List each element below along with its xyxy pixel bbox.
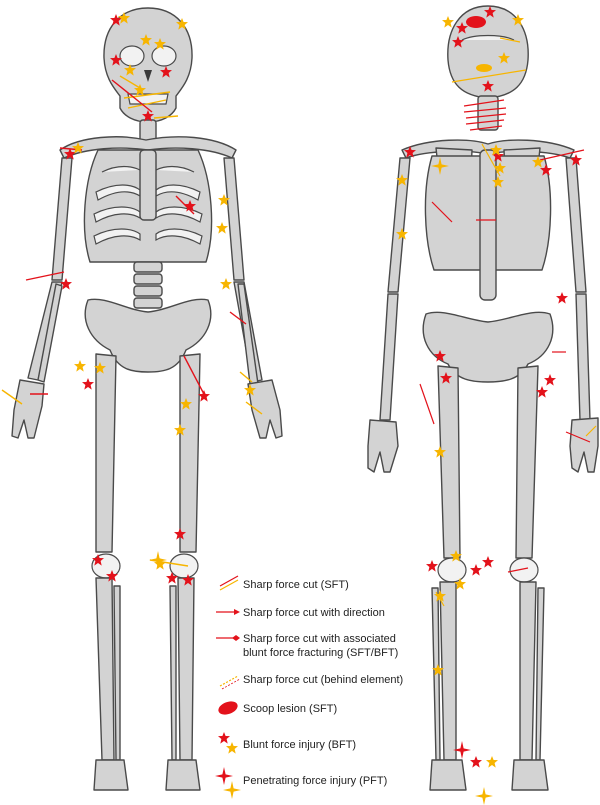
sft-cut-line: [585, 425, 597, 437]
sft-direction-line: [463, 99, 505, 107]
bft-marker: [482, 556, 494, 568]
posterior-scoop-lesions-orange: [476, 64, 492, 72]
sft-icon: [219, 575, 239, 587]
bft-marker: [220, 278, 232, 290]
bft-marker: [486, 756, 498, 768]
legend-label-sft: Sharp force cut (SFT): [243, 579, 349, 591]
legend-label-scoop: Scoop lesion (SFT): [243, 703, 337, 715]
bft-marker: [216, 222, 228, 234]
sft-cut-line: [239, 371, 253, 383]
posterior-sft-cuts: [435, 37, 597, 607]
bft-marker: [544, 374, 556, 386]
legend-item-sft: Sharp force cut (SFT): [219, 575, 349, 591]
legend-item-scoop: Scoop lesion (SFT): [218, 701, 337, 715]
red-cross-star-icon: [215, 767, 233, 785]
legend-label-sft-direction: Sharp force cut with direction: [243, 607, 385, 619]
anterior-right-leg: [165, 353, 201, 791]
posterior-right-arm: [565, 157, 599, 473]
anterior-pelvis: [84, 298, 212, 373]
posterior-skeleton: [367, 5, 599, 791]
red-star-icon: [218, 732, 230, 744]
sft-direction-line: [111, 79, 153, 113]
scoop-lesion-marker: [466, 16, 486, 28]
posterior-left-leg: [429, 365, 467, 791]
anterior-pft-orange: [149, 551, 167, 569]
bft-marker: [556, 292, 568, 304]
legend-label-bft: Blunt force injury (BFT): [243, 739, 356, 751]
diamond-icon: [232, 635, 240, 641]
sft-direction-line: [463, 107, 507, 113]
sft-cut-line: [127, 99, 167, 109]
posterior-pelvis: [422, 311, 554, 383]
sft-cut-line: [1, 389, 23, 405]
scoop-lesion-icon: [218, 701, 238, 715]
orange-cross-star-icon: [223, 781, 241, 799]
bft-marker: [442, 16, 454, 28]
pft-marker: [149, 551, 167, 569]
sft-direction-line: [507, 567, 529, 573]
posterior-right-leg: [509, 365, 549, 791]
legend-item-pft: Penetrating force injury (PFT): [215, 767, 387, 799]
bft-marker: [82, 378, 94, 390]
sft-direction-line: [25, 271, 65, 281]
sft-direction-line: [229, 311, 247, 325]
legend-label-pft: Penetrating force injury (PFT): [243, 775, 387, 787]
sft-direction-line: [565, 431, 591, 443]
sft-direction-line: [183, 355, 207, 399]
anterior-right-arm: [223, 157, 283, 439]
pft-marker: [475, 787, 493, 805]
orange-star-icon: [226, 742, 238, 754]
sft-cut-line: [481, 143, 501, 177]
sft-cut-line: [245, 401, 263, 415]
bft-marker: [74, 360, 86, 372]
sft-cut-line: [451, 69, 527, 83]
posterior-sft-direction: [419, 99, 591, 573]
sft-direction-line: [175, 195, 195, 215]
posterior-ribcage: [424, 149, 552, 301]
sft-direction-line: [431, 201, 453, 223]
sft-cut-line: [119, 75, 141, 89]
sft-cut-line: [153, 115, 179, 119]
legend: Sharp force cut (SFT) Sharp force cut wi…: [215, 575, 403, 799]
anterior-ribcage: [83, 149, 213, 263]
sft-direction-line: [419, 383, 435, 425]
anterior-sft-direction: [25, 79, 247, 399]
posterior-scoop-lesions: [466, 16, 486, 28]
dashed-cut-icon: [219, 675, 239, 687]
anterior-skull: [103, 7, 193, 123]
bft-marker: [470, 756, 482, 768]
scoop-lesion-marker: [476, 64, 492, 72]
anterior-skeleton: [11, 7, 283, 791]
sft-cut-line: [123, 91, 171, 99]
legend-item-sft-bft: Sharp force cut with associated blunt fo…: [216, 633, 398, 659]
posterior-left-arm: [367, 157, 411, 473]
bft-marker: [470, 564, 482, 576]
sft-direction-line: [465, 119, 505, 125]
legend-item-sft-behind: Sharp force cut (behind element): [219, 674, 403, 690]
sft-direction-line: [469, 125, 503, 131]
anterior-lumbar-spine: [133, 261, 163, 309]
sft-icon-secondary: [219, 579, 239, 591]
legend-item-bft: Blunt force injury (BFT): [218, 732, 356, 754]
arrowhead-icon: [234, 609, 240, 615]
sft-cut-line: [499, 37, 521, 43]
bft-marker: [426, 560, 438, 572]
anterior-left-arm: [11, 157, 73, 439]
injury-markers: [1, 6, 597, 805]
legend-label-sft-bft-line2: blunt force fracturing (SFT/BFT): [243, 647, 398, 659]
legend-item-sft-direction: Sharp force cut with direction: [216, 607, 385, 619]
sft-direction-line: [465, 113, 507, 119]
legend-label-sft-behind: Sharp force cut (behind element): [243, 674, 403, 686]
legend-label-sft-bft-line1: Sharp force cut with associated: [243, 633, 396, 645]
anterior-left-leg: [91, 353, 129, 791]
sft-direction-line: [539, 149, 585, 161]
